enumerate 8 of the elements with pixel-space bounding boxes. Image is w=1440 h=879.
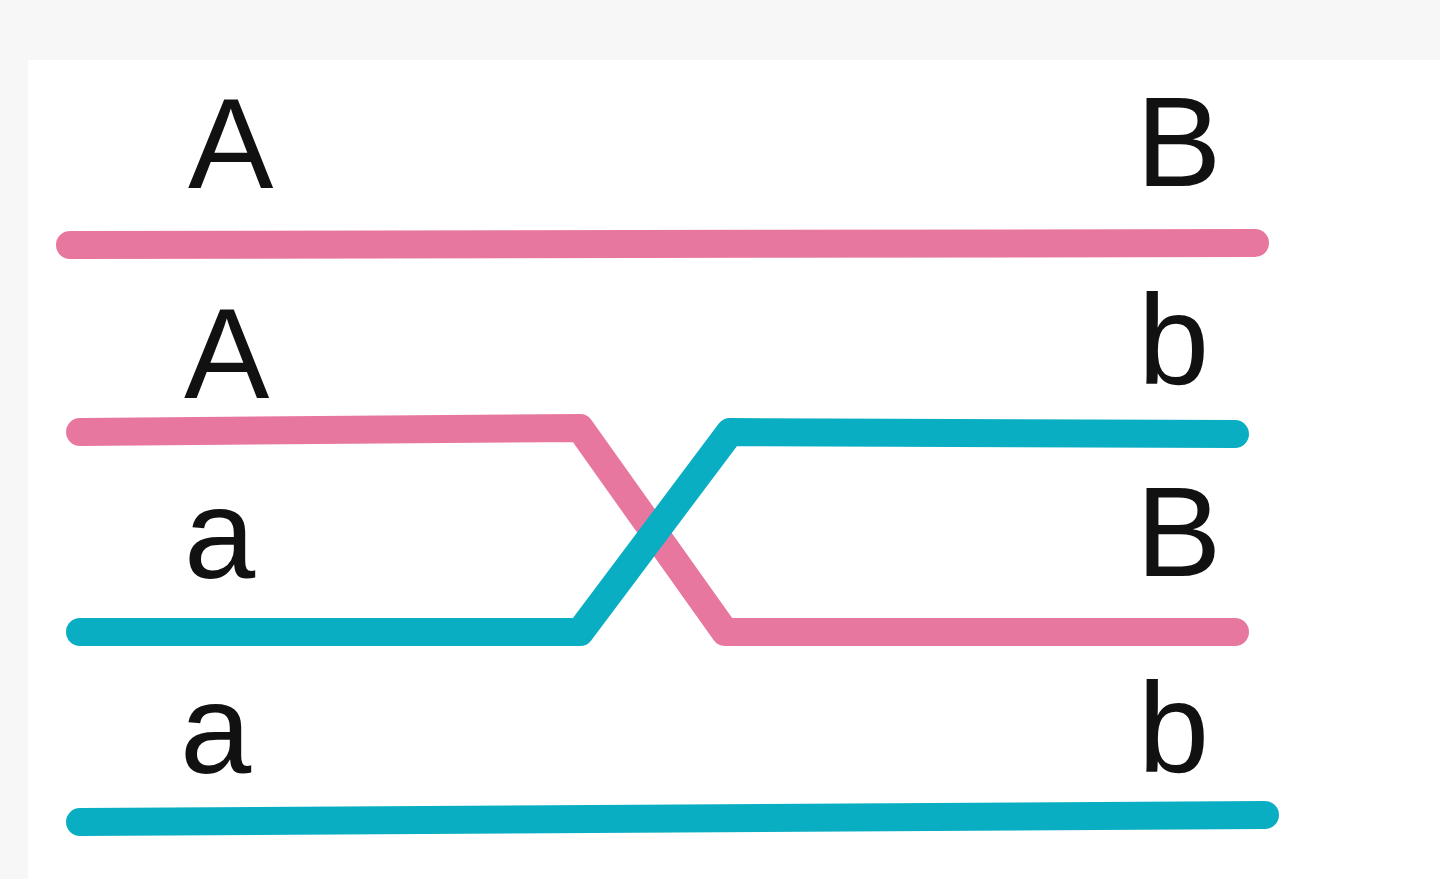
allele-label: B	[1136, 78, 1222, 206]
allele-label: B	[1136, 468, 1222, 596]
allele-label: A	[184, 290, 270, 418]
allele-label: b	[1138, 664, 1210, 792]
allele-label: a	[180, 665, 252, 793]
allele-label: b	[1138, 276, 1210, 404]
allele-label: A	[188, 80, 274, 208]
allele-label: a	[184, 470, 256, 598]
